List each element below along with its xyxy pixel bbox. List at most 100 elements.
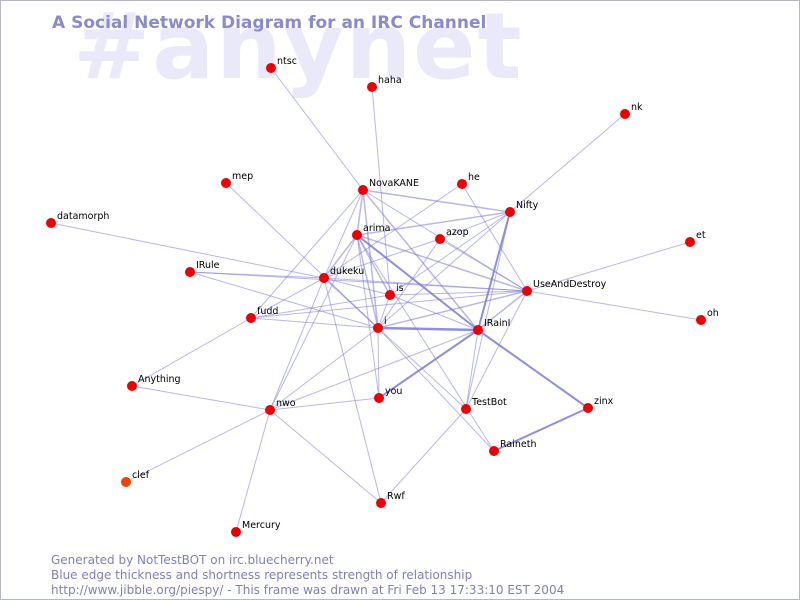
node-label: i	[384, 316, 387, 327]
node-is[interactable]: is	[385, 283, 404, 300]
node-nk[interactable]: nk	[620, 102, 643, 119]
node-azop[interactable]: azop	[435, 227, 469, 244]
node-haha[interactable]: haha	[367, 75, 402, 92]
edge-UseAndDestroy-oh	[526, 290, 702, 321]
node-clef[interactable]: clef	[121, 470, 150, 487]
node-Nifty[interactable]: Nifty	[505, 200, 539, 217]
node-label: ntsc	[277, 56, 297, 67]
edge-nwo-Rwf	[269, 409, 382, 504]
node-dot[interactable]	[367, 82, 377, 92]
node-nwo[interactable]: nwo	[265, 398, 296, 415]
edge-ntsc-NovaKANE	[270, 67, 364, 191]
edge-nwo-Mercury	[235, 409, 271, 533]
node-label: Anything	[138, 374, 181, 385]
node-dot[interactable]	[505, 207, 515, 217]
node-dot[interactable]	[221, 178, 231, 188]
edge-arima-UseAndDestroy	[356, 234, 528, 292]
node-arima[interactable]: arima	[352, 223, 390, 240]
node-ntsc[interactable]: ntsc	[266, 56, 297, 73]
node-dot[interactable]	[358, 185, 368, 195]
node-dot[interactable]	[127, 381, 137, 391]
node-Anything[interactable]: Anything	[127, 374, 181, 391]
edge-he-UseAndDestroy	[461, 183, 528, 292]
node-label: dukeku	[330, 266, 364, 277]
node-label: IRule	[196, 260, 220, 271]
node-dot[interactable]	[374, 393, 384, 403]
node-fudd[interactable]: fudd	[246, 306, 278, 323]
edge-UseAndDestroy-IRainI	[477, 290, 528, 331]
edge-Nifty-i	[377, 211, 511, 329]
node-dot[interactable]	[121, 477, 131, 487]
node-dot[interactable]	[46, 218, 56, 228]
node-dot[interactable]	[473, 325, 483, 335]
node-UseAndDestroy[interactable]: UseAndDestroy	[522, 279, 607, 296]
edge-arima-dukeku	[323, 234, 358, 279]
node-label: arima	[363, 223, 390, 234]
edge-zinx-Raineth	[493, 407, 589, 452]
node-dot[interactable]	[489, 446, 499, 456]
node-TestBot[interactable]: TestBot	[461, 397, 507, 414]
node-label: you	[385, 386, 402, 397]
node-dot[interactable]	[696, 315, 706, 325]
node-label: TestBot	[471, 397, 507, 408]
node-dot[interactable]	[522, 286, 532, 296]
edge-NovaKANE-dukeku	[323, 189, 364, 279]
node-Mercury[interactable]: Mercury	[231, 520, 281, 537]
node-dot[interactable]	[435, 234, 445, 244]
node-IRule[interactable]: IRule	[185, 260, 220, 277]
node-label: clef	[132, 470, 150, 481]
node-NovaKANE[interactable]: NovaKANE	[358, 178, 419, 195]
node-label: UseAndDestroy	[533, 279, 607, 290]
edge-arima-is	[356, 234, 391, 296]
edge-i-IRainI	[377, 326, 479, 332]
node-i[interactable]: i	[373, 316, 387, 333]
node-IRainI[interactable]: IRainI	[473, 318, 510, 335]
node-dot[interactable]	[685, 237, 695, 247]
edge-IRainI-TestBot	[465, 329, 479, 410]
node-oh[interactable]: oh	[696, 308, 719, 325]
node-dot[interactable]	[385, 290, 395, 300]
node-dot[interactable]	[373, 323, 383, 333]
node-label: nk	[631, 102, 643, 113]
edge-nk-Nifty	[509, 113, 626, 213]
node-dot[interactable]	[246, 313, 256, 323]
node-Raineth[interactable]: Raineth	[489, 439, 536, 456]
node-dot[interactable]	[185, 267, 195, 277]
node-dot[interactable]	[265, 405, 275, 415]
edge-arima-Raineth	[356, 234, 495, 452]
node-dot[interactable]	[461, 404, 471, 414]
node-he[interactable]: he	[457, 172, 480, 189]
node-you[interactable]: you	[374, 386, 402, 403]
node-dot[interactable]	[231, 527, 241, 537]
node-label: Rwf	[387, 491, 405, 502]
node-dot[interactable]	[266, 63, 276, 73]
edge-UseAndDestroy-fudd	[250, 290, 528, 319]
edge-UseAndDestroy-is	[389, 290, 528, 296]
node-dot[interactable]	[352, 230, 362, 240]
node-mep[interactable]: mep	[221, 171, 253, 188]
edge-dukeku-Rwf	[323, 277, 382, 504]
node-label: haha	[378, 75, 402, 86]
node-et[interactable]: et	[685, 230, 706, 247]
edge-he-dukeku	[323, 183, 463, 279]
edge-et-UseAndDestroy	[526, 241, 691, 292]
node-label: fudd	[257, 306, 278, 317]
node-label: NovaKANE	[369, 178, 419, 189]
edge-NovaKANE-fudd	[250, 189, 364, 319]
edge-Nifty-is	[389, 211, 511, 296]
node-zinx[interactable]: zinx	[583, 396, 614, 413]
node-dot[interactable]	[457, 179, 467, 189]
node-datamorph[interactable]: datamorph	[46, 211, 109, 228]
node-dot[interactable]	[583, 403, 593, 413]
edge-arima-you	[356, 234, 380, 399]
edge-dukeku-UseAndDestroy	[323, 277, 528, 292]
node-dukeku[interactable]: dukeku	[319, 266, 364, 283]
node-label: IRainI	[484, 318, 510, 329]
node-dot[interactable]	[620, 109, 630, 119]
node-Rwf[interactable]: Rwf	[376, 491, 405, 508]
node-dot[interactable]	[376, 498, 386, 508]
edge-datamorph-dukeku	[50, 222, 325, 279]
node-dot[interactable]	[319, 273, 329, 283]
